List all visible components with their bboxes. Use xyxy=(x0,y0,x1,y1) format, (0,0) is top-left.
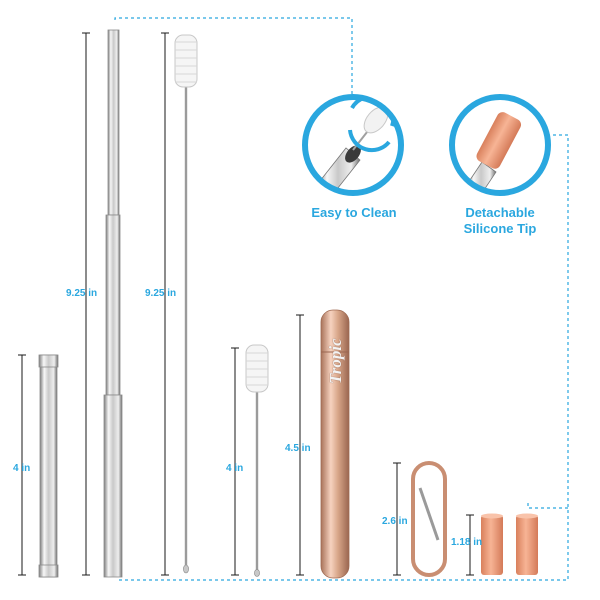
silicone-tip-detail xyxy=(449,94,551,196)
dimension-lines xyxy=(18,32,474,576)
dimension-label-long-brush: 9.25 in xyxy=(145,288,177,299)
collapsed-straw xyxy=(38,354,59,578)
feature-caption-line: Detachable xyxy=(465,205,535,220)
feature-caption-line: Silicone Tip xyxy=(463,221,537,236)
dimension-label-case: 4.5 in xyxy=(285,443,311,454)
dimension-label-collapsed-straw: 4 in xyxy=(13,463,31,474)
carabiner xyxy=(411,461,447,577)
dimension-label-short-brush: 4 in xyxy=(226,463,244,474)
feature-caption-easy-to-clean: Easy to Clean xyxy=(295,205,413,221)
dashed-connector-lines xyxy=(114,17,569,581)
brand-logo: Tropic xyxy=(326,338,345,384)
dimension-label-silicone-tip: 1.18 in xyxy=(451,537,483,548)
dimension-label-extended-straw: 9.25 in xyxy=(66,288,98,299)
silicone-tips xyxy=(481,513,538,575)
dimension-label-carabiner: 2.6 in xyxy=(382,516,408,527)
long-cleaning-brush xyxy=(174,34,198,574)
short-cleaning-brush xyxy=(245,344,269,577)
feature-caption-line: Easy to Clean xyxy=(311,205,397,220)
extended-straw xyxy=(103,29,123,578)
easy-to-clean-detail xyxy=(302,94,404,196)
rose-gold-case xyxy=(320,309,350,579)
feature-caption-silicone-tip: Detachable Silicone Tip xyxy=(441,205,559,237)
